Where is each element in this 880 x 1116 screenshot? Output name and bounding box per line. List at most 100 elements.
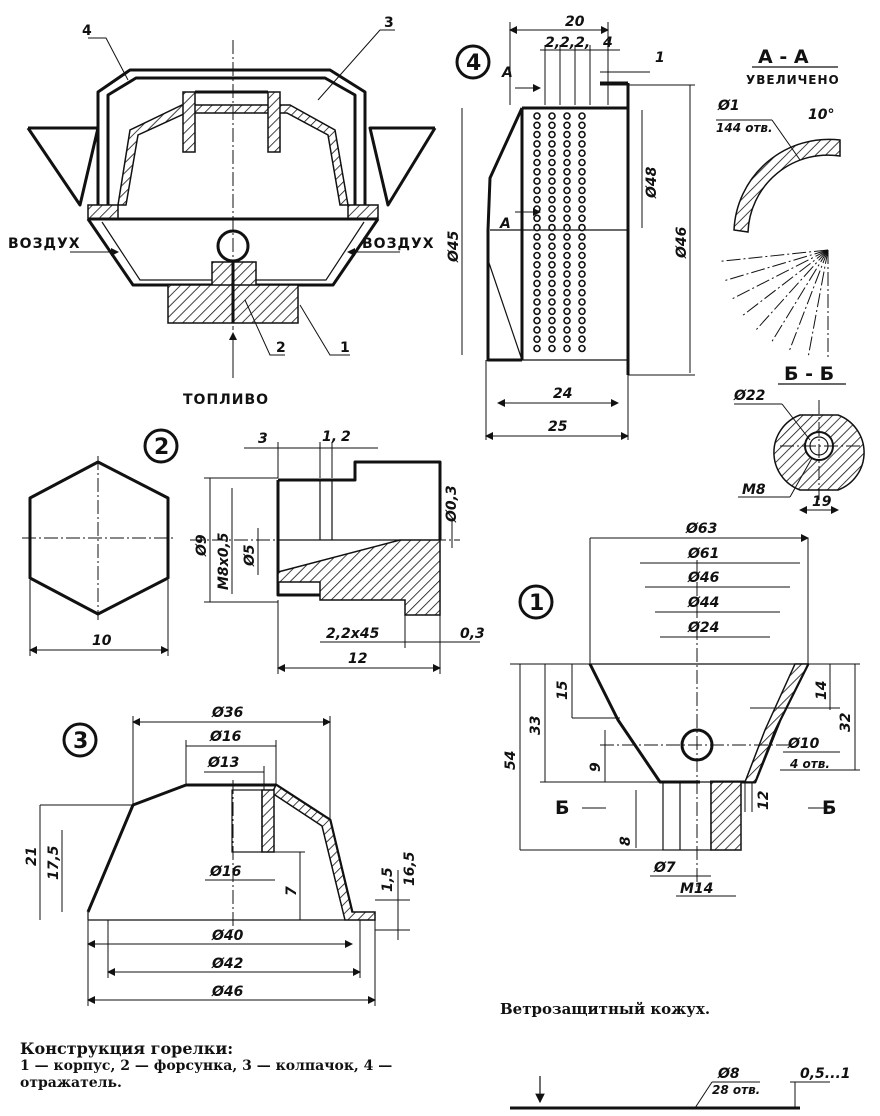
cap-dim-21: 21 [24,847,40,866]
section-bb-title: Б - Б [784,363,834,385]
section-aa-note: УВЕЛИЧЕНО [746,73,840,87]
caption-body: 1 — корпус, 2 — форсунка, 3 — колпачок, … [20,1058,393,1091]
reflector-section-a-bottom: А [499,216,511,232]
perforation-hole [548,205,556,213]
reflector-dim-222: 2,2,2, [545,35,590,51]
perforation-hole [563,205,571,213]
callout-3: 3 [384,15,395,31]
perforation-hole [578,112,586,120]
perforation-hole [548,186,556,195]
angle-ray [754,249,829,333]
nozzle-dim-12: 12 [348,651,367,667]
perforation-hole [563,326,571,334]
perforation-hole [578,326,586,334]
perforation-hole [578,307,586,316]
callout-1: 1 [340,340,351,356]
body-number: 1 [529,591,544,616]
perforation-hole [563,251,571,260]
perforation-hole [548,177,556,185]
angle-ray [807,249,829,359]
perforation-hole [548,223,556,232]
cap-dim-13: Ø13 [207,755,239,771]
perforation-hole [578,149,586,157]
nozzle-dim-3: 3 [258,431,268,447]
perforation-hole [563,307,571,316]
perforation-hole [563,260,571,269]
air-label-left: ВОЗДУХ [8,236,81,252]
nozzle-dim-10: 10 [92,633,112,649]
perforation-hole [548,121,556,130]
perforation-hole [578,121,586,130]
perforation-hole [578,140,586,148]
reflector-dim-1: 1 [655,50,665,66]
cap-dim-175: 17,5 [46,845,62,880]
perforation-hole [578,288,586,297]
cap-dim-16b: Ø16 [209,864,242,880]
body-dim-7: Ø7 [653,860,676,876]
perforation-hole [563,223,571,232]
perforation-hole [548,112,556,120]
reflector-section-a-top: А [501,65,513,81]
reflector-dim-20: 20 [565,14,585,30]
perforation-hole [563,130,571,139]
perforation-hole [533,279,541,288]
perforation-hole [533,214,541,223]
perforation-hole [548,158,556,167]
nozzle-dim-5: Ø5 [242,544,258,567]
perforation-hole [533,205,541,213]
section-aa-hole: Ø1 [717,98,740,114]
reflector-dim-46: Ø46 [674,226,690,259]
body-dim-44: Ø44 [687,595,719,611]
perforation-hole [563,140,571,148]
reflector-dim-4: 4 [602,35,613,51]
perforation-hole [548,242,556,250]
perforation-hole [578,298,586,306]
perforation-hole [563,177,571,185]
fuel-label: ТОПЛИВО [183,392,269,408]
perforation-hole [533,344,541,353]
assembly-view: 4 3 2 1 ВОЗДУХ ВОЗДУХ ТОПЛИВО [8,15,437,408]
reflector-dim-25: 25 [548,419,568,435]
cap-dim-165: 16,5 [402,851,418,886]
angle-ray [722,249,829,282]
perforation-hole [533,326,541,334]
nozzle-number: 2 [154,435,169,460]
perforation-hole [578,130,586,139]
perforation-hole [533,112,541,120]
perforation-hole [533,121,541,130]
body-dim-m14: М14 [680,881,713,897]
body-section-b-left: Б [555,797,569,819]
section-bb-view: Б - Б Ø22 М8 19 [733,363,865,514]
perforation-hole [533,158,541,167]
section-aa-holes-count: 144 отв. [716,121,773,135]
perforation-hole [533,177,541,185]
perforation-hole [548,344,556,353]
body-dim-12: 12 [756,791,772,810]
perforation-hole [548,233,556,241]
body-section-b-right: Б [822,797,836,819]
body-dim-61: Ø61 [687,546,719,562]
perforation-hole [548,251,556,260]
body-dim-14: 14 [814,681,830,700]
shield-d8: Ø8 [717,1066,740,1082]
cap-dim-16a: Ø16 [209,729,242,745]
body-dim-10: Ø10 [787,736,820,752]
perforation-hole [533,288,541,297]
cap-number: 3 [73,729,88,754]
perforation-hole [563,344,571,353]
callout-2: 2 [276,340,287,356]
perforation-hole [563,279,571,288]
perforation-hole [533,223,541,232]
callout-4: 4 [82,23,93,39]
perforation-hole [548,316,556,325]
perforation-hole [548,195,556,204]
perforation-hole [578,214,586,223]
perforation-hole [578,205,586,213]
perforation-hole [548,130,556,139]
angle-ray [740,249,829,318]
body-dim-33: 33 [528,716,544,735]
perforation-hole [548,140,556,148]
perforation-hole [563,158,571,167]
air-label-right: ВОЗДУХ [362,236,435,252]
